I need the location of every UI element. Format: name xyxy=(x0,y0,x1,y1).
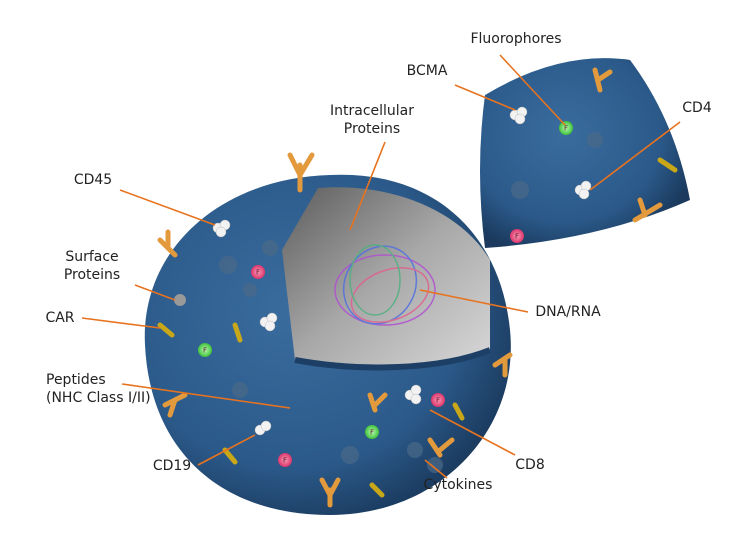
label-cd45: CD45 xyxy=(73,172,113,188)
fluorophore-marker xyxy=(278,453,292,467)
fluorophore-letter: F xyxy=(515,233,519,241)
label-line: Proteins xyxy=(343,121,401,137)
dna-rna-tangle xyxy=(334,244,436,326)
label-line: Peptides xyxy=(46,372,106,388)
label-car: CAR xyxy=(45,310,75,326)
label-cd19: CD19 xyxy=(152,458,192,474)
surface-protein-gray xyxy=(174,294,186,306)
label-peptides: Peptides (NHC Class I/II) xyxy=(46,371,151,407)
label-intracellular-proteins: Intracellular Proteins xyxy=(330,102,414,138)
fluorophore-letter: F xyxy=(256,269,260,277)
surface-protein-clusters xyxy=(212,106,592,436)
fluorophore-letter: F xyxy=(283,457,287,465)
fluorophore-letter: F xyxy=(203,347,207,355)
fluorophore-marker xyxy=(559,121,573,135)
fluorophore-marker xyxy=(198,343,212,357)
label-bcma: BCMA xyxy=(406,63,448,79)
label-fluorophores: Fluorophores xyxy=(470,31,562,47)
label-line: Surface xyxy=(65,249,119,265)
label-cytokines: Cytokines xyxy=(423,477,493,493)
fluorophore-letter: F xyxy=(564,125,568,133)
label-dna-rna: DNA/RNA xyxy=(535,304,601,320)
label-line: Proteins xyxy=(63,267,121,283)
fluorophore-letter: F xyxy=(436,397,440,405)
fluorophore-marker xyxy=(251,265,265,279)
fluorophore-marker xyxy=(365,425,379,439)
antibodies xyxy=(157,67,663,508)
cell-fragment xyxy=(480,58,690,248)
cutaway-edge xyxy=(294,347,492,371)
fluorophore-letter: F xyxy=(370,429,374,437)
car-receptors xyxy=(157,157,678,498)
cutaway-interior xyxy=(282,187,490,368)
fluorophore-marker xyxy=(510,229,524,243)
label-line: (NHC Class I/II) xyxy=(46,390,151,406)
label-line: Intracellular xyxy=(329,103,415,119)
fluorophore-marker xyxy=(431,393,445,407)
label-surface-proteins: Surface Proteins xyxy=(64,248,120,284)
leader-lines xyxy=(81,54,681,479)
label-cd4: CD4 xyxy=(682,100,712,116)
label-cd8: CD8 xyxy=(515,457,545,473)
cytokine-bubbles xyxy=(219,132,603,473)
